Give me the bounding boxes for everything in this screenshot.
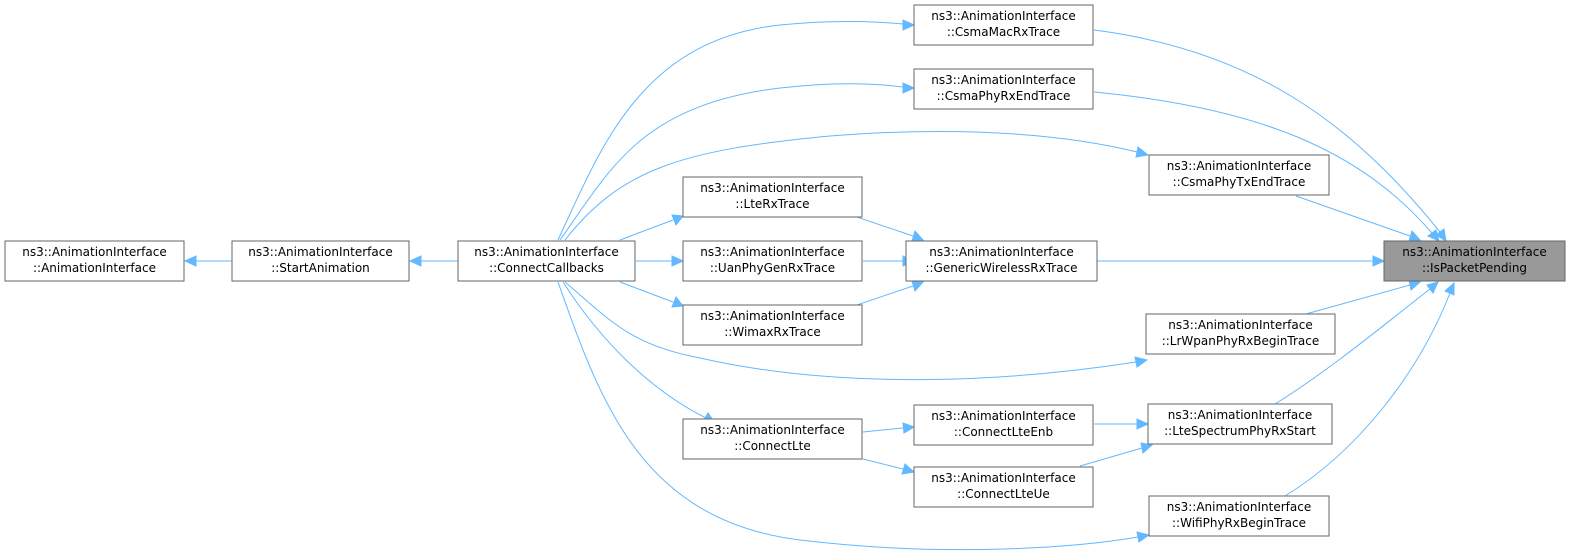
svg-text:::UanPhyGenRxTrace: ::UanPhyGenRxTrace <box>710 261 835 275</box>
edge-csma-phy-tx-end-trace-to-connect-callbacks <box>564 130 1150 241</box>
edge-is-packet-pending-to-lr-wpan-phy-rx-begin-trace <box>1305 279 1422 315</box>
node-generic-wireless-rx-trace[interactable]: ns3::AnimationInterface ::GenericWireles… <box>905 240 1098 282</box>
svg-text:::StartAnimation: ::StartAnimation <box>271 261 370 275</box>
svg-text:::WifiPhyRxBeginTrace: ::WifiPhyRxBeginTrace <box>1172 516 1306 530</box>
edge-connect-lte-enb-to-connect-lte <box>862 422 916 434</box>
edge-is-packet-pending-to-csma-phy-tx-end-trace <box>1295 195 1422 242</box>
svg-text:ns3::AnimationInterface: ns3::AnimationInterface <box>700 423 844 437</box>
svg-text:ns3::AnimationInterface: ns3::AnimationInterface <box>931 409 1075 423</box>
node-csma-mac-rx-trace[interactable]: ns3::AnimationInterface ::CsmaMacRxTrace <box>913 4 1094 46</box>
svg-text:::AnimationInterface: ::AnimationInterface <box>33 261 156 275</box>
node-csma-phy-rx-end-trace[interactable]: ns3::AnimationInterface ::CsmaPhyRxEndTr… <box>913 68 1094 110</box>
edge-is-packet-pending-to-csma-phy-rx-end-trace <box>1093 91 1440 242</box>
svg-text:::ConnectLteUe: ::ConnectLteUe <box>957 487 1050 501</box>
edge-connect-lte-to-connect-callbacks <box>562 281 717 424</box>
svg-text:ns3::AnimationInterface: ns3::AnimationInterface <box>474 245 618 259</box>
svg-text:ns3::AnimationInterface: ns3::AnimationInterface <box>248 245 392 259</box>
svg-text:::LrWpanPhyRxBeginTrace: ::LrWpanPhyRxBeginTrace <box>1162 334 1320 348</box>
node-connect-lte-enb[interactable]: ns3::AnimationInterface ::ConnectLteEnb <box>913 404 1094 446</box>
node-csma-phy-tx-end-trace[interactable]: ns3::AnimationInterface ::CsmaPhyTxEndTr… <box>1148 154 1330 196</box>
node-lr-wpan-phy-rx-begin-trace[interactable]: ns3::AnimationInterface ::LrWpanPhyRxBeg… <box>1145 313 1336 355</box>
edge-connect-callbacks-to-start-animation <box>408 255 458 267</box>
edge-generic-wireless-rx-trace-to-wimax-rx-trace <box>847 280 925 309</box>
node-lte-spectrum-phy-rx-start[interactable]: ns3::AnimationInterface ::LteSpectrumPhy… <box>1147 403 1333 445</box>
edge-wifi-phy-rx-begin-trace-to-connect-callbacks <box>557 281 1151 551</box>
edge-generic-wireless-rx-trace-to-lte-rx-trace <box>847 213 925 242</box>
svg-text:::GenericWirelessRxTrace: ::GenericWirelessRxTrace <box>925 261 1077 275</box>
edge-is-packet-pending-to-generic-wireless-rx-trace <box>1097 255 1386 267</box>
edge-start-animation-to-animation-interface <box>183 255 232 267</box>
edge-lte-spectrum-phy-rx-start-to-connect-lte-ue <box>1079 442 1154 467</box>
svg-text:ns3::AnimationInterface: ns3::AnimationInterface <box>22 245 166 259</box>
svg-text:ns3::AnimationInterface: ns3::AnimationInterface <box>1168 408 1312 422</box>
svg-text:ns3::AnimationInterface: ns3::AnimationInterface <box>1167 159 1311 173</box>
edge-is-packet-pending-to-lte-spectrum-phy-rx-start <box>1274 281 1439 405</box>
svg-text:ns3::AnimationInterface: ns3::AnimationInterface <box>931 9 1075 23</box>
node-connect-lte-ue[interactable]: ns3::AnimationInterface ::ConnectLteUe <box>913 466 1094 508</box>
svg-text:::LteSpectrumPhyRxStart: ::LteSpectrumPhyRxStart <box>1164 424 1316 438</box>
node-lte-rx-trace[interactable]: ns3::AnimationInterface ::LteRxTrace <box>682 176 863 218</box>
svg-text:::ConnectCallbacks: ::ConnectCallbacks <box>489 261 604 275</box>
svg-text:ns3::AnimationInterface: ns3::AnimationInterface <box>700 181 844 195</box>
svg-text:::LteRxTrace: ::LteRxTrace <box>735 197 809 211</box>
node-wimax-rx-trace[interactable]: ns3::AnimationInterface ::WimaxRxTrace <box>682 304 863 346</box>
node-uan-phy-gen-rx-trace[interactable]: ns3::AnimationInterface ::UanPhyGenRxTra… <box>682 240 863 282</box>
node-is-packet-pending[interactable]: ns3::AnimationInterface ::IsPacketPendin… <box>1383 240 1566 282</box>
svg-text:ns3::AnimationInterface: ns3::AnimationInterface <box>1402 245 1546 259</box>
svg-text:ns3::AnimationInterface: ns3::AnimationInterface <box>931 73 1075 87</box>
svg-text:ns3::AnimationInterface: ns3::AnimationInterface <box>700 245 844 259</box>
svg-text:ns3::AnimationInterface: ns3::AnimationInterface <box>929 245 1073 259</box>
edge-uan-phy-gen-rx-trace-to-connect-callbacks <box>636 255 685 267</box>
svg-text:::CsmaMacRxTrace: ::CsmaMacRxTrace <box>947 25 1060 39</box>
node-wifi-phy-rx-begin-trace[interactable]: ns3::AnimationInterface ::WifiPhyRxBegin… <box>1148 495 1330 537</box>
svg-text:::IsPacketPending: ::IsPacketPending <box>1422 261 1527 275</box>
svg-text:ns3::AnimationInterface: ns3::AnimationInterface <box>931 471 1075 485</box>
edge-csma-mac-rx-trace-to-connect-callbacks <box>557 19 916 241</box>
svg-text:::CsmaPhyRxEndTrace: ::CsmaPhyRxEndTrace <box>937 89 1071 103</box>
svg-text:::WimaxRxTrace: ::WimaxRxTrace <box>724 325 820 339</box>
edge-is-packet-pending-to-wifi-phy-rx-begin-trace <box>1284 281 1455 497</box>
svg-text:::CsmaPhyTxEndTrace: ::CsmaPhyTxEndTrace <box>1173 175 1306 189</box>
node-start-animation[interactable]: ns3::AnimationInterface ::StartAnimation <box>231 240 410 282</box>
edge-connect-lte-ue-to-connect-lte <box>862 458 916 475</box>
edge-lte-rx-trace-to-connect-callbacks <box>619 214 684 241</box>
svg-text:::ConnectLte: ::ConnectLte <box>734 439 810 453</box>
node-connect-lte[interactable]: ns3::AnimationInterface ::ConnectLte <box>682 418 863 460</box>
svg-text:ns3::AnimationInterface: ns3::AnimationInterface <box>700 309 844 323</box>
edge-csma-phy-rx-end-trace-to-connect-callbacks <box>559 82 916 241</box>
edge-wimax-rx-trace-to-connect-callbacks <box>619 281 684 308</box>
svg-text:ns3::AnimationInterface: ns3::AnimationInterface <box>1167 500 1311 514</box>
edge-is-packet-pending-to-csma-mac-rx-trace <box>1093 29 1447 242</box>
svg-text:::ConnectLteEnb: ::ConnectLteEnb <box>954 425 1053 439</box>
edge-lte-spectrum-phy-rx-start-to-connect-lte-enb <box>1094 418 1150 430</box>
node-connect-callbacks[interactable]: ns3::AnimationInterface ::ConnectCallbac… <box>457 240 636 282</box>
edge-lr-wpan-phy-rx-begin-trace-to-connect-callbacks <box>564 281 1149 381</box>
node-animation-interface[interactable]: ns3::AnimationInterface ::AnimationInter… <box>4 240 185 282</box>
svg-text:ns3::AnimationInterface: ns3::AnimationInterface <box>1168 318 1312 332</box>
